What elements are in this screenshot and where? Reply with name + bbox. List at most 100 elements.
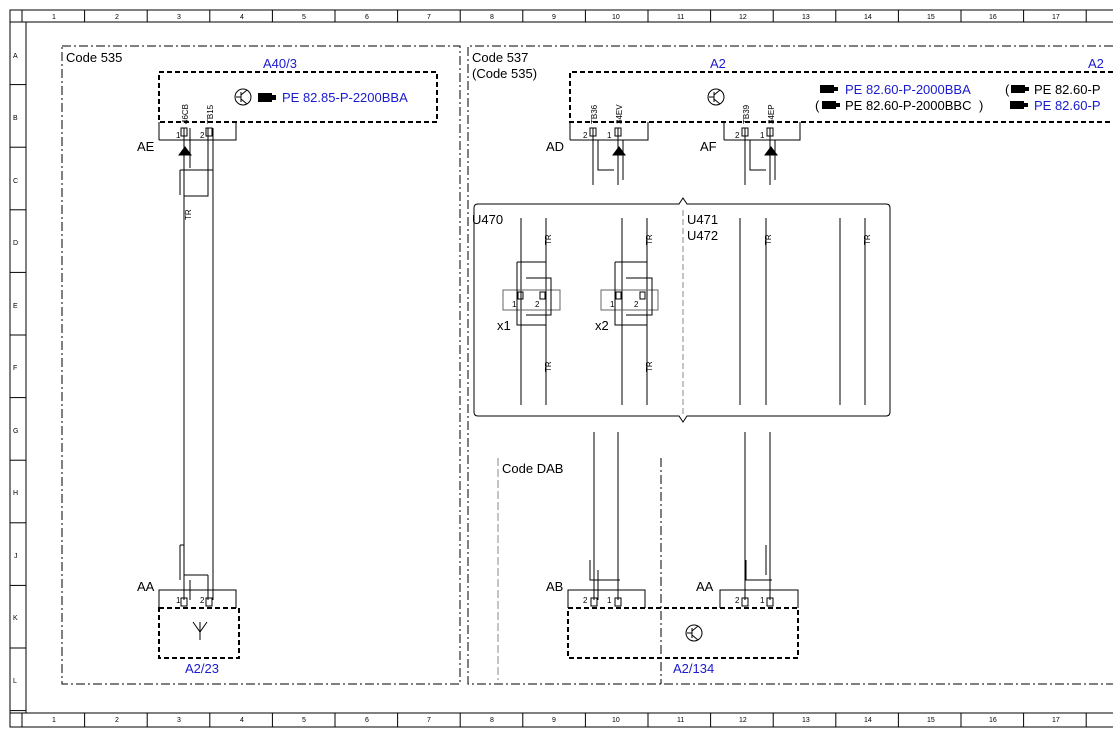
- col-label: 6: [365, 14, 369, 21]
- a2-23-box: [158, 607, 240, 659]
- col-label: 2: [115, 14, 119, 21]
- pin-number: 1: [610, 300, 615, 309]
- col-label: 5: [302, 14, 306, 21]
- connector-ae-frame: [158, 122, 237, 141]
- ref-link-5[interactable]: PE 82.60-P: [1034, 98, 1101, 113]
- pin-number: 1: [176, 596, 181, 605]
- splice-bracket: [473, 197, 891, 423]
- ref-link-1[interactable]: PE 82.85-P-2200BBA: [282, 90, 408, 105]
- row-label: L: [13, 678, 17, 685]
- col-label: 8: [490, 14, 494, 21]
- pin-number: 2: [634, 300, 639, 309]
- pin-numbers: 1 2 2 1 2 1 1 2 2 1 2 1 1 2 1 2: [176, 131, 765, 605]
- col-label: 10: [612, 14, 620, 21]
- pin-number: 1: [607, 596, 612, 605]
- col-label: 12: [739, 717, 747, 724]
- col-label: 3: [177, 14, 181, 21]
- ref-close-paren: ): [979, 98, 983, 113]
- a2-box: [569, 71, 1113, 123]
- pin-socket: [205, 597, 213, 607]
- col-label: 9: [552, 717, 556, 724]
- ref-open-paren: (: [815, 98, 820, 113]
- pin-number: 2: [583, 131, 588, 140]
- wire-long-left: [183, 170, 214, 560]
- ref-link-2[interactable]: PE 82.60-P-2000BBA: [845, 82, 971, 97]
- col-label: 13: [802, 717, 810, 724]
- pin-label-46cb: 46CB: [181, 104, 190, 124]
- transistor-icon: [707, 88, 725, 106]
- connector-ad: AD: [546, 139, 564, 154]
- col-label: 7: [427, 717, 431, 724]
- col-label: 2: [115, 717, 119, 724]
- col-label: 11: [677, 14, 684, 21]
- hand-pointer-icon: [258, 93, 276, 102]
- wire-twist-bottom: [179, 544, 214, 600]
- a40-3-box: [158, 71, 438, 123]
- col-label: 8: [490, 717, 494, 724]
- component-a2-cut[interactable]: A2: [1088, 56, 1104, 71]
- col-label: 5: [302, 717, 306, 724]
- connector-af-frame: [723, 122, 801, 141]
- row-label: E: [13, 303, 18, 310]
- component-a2-23[interactable]: A2/23: [185, 661, 219, 676]
- pin-number: 2: [200, 131, 205, 140]
- splice-u470: U470: [472, 212, 503, 227]
- connector-aa-right: AA: [696, 579, 714, 594]
- splice-u472: U472: [687, 228, 718, 243]
- hand-pointer-icon: [820, 85, 838, 93]
- col-label: 3: [177, 717, 181, 724]
- pin-socket: [180, 597, 188, 607]
- pin-label-tb15: TB15: [206, 104, 215, 124]
- wire-color-label: TR: [764, 234, 773, 245]
- connector-aa-left: AA: [137, 579, 155, 594]
- col-label: 7: [427, 14, 431, 21]
- ref-open-paren: (: [1005, 82, 1010, 97]
- component-a2-134[interactable]: A2/134: [673, 661, 714, 676]
- hand-pointer-icon: [1011, 85, 1029, 93]
- pin-socket: [205, 127, 213, 137]
- pin-label-34ev: 34EV: [615, 104, 624, 124]
- splice-x1: x1: [497, 318, 511, 333]
- connector-ad-frame: [569, 122, 649, 141]
- wire-color-label: TR: [184, 209, 193, 220]
- pin-number: 2: [583, 596, 588, 605]
- pin-number: 2: [735, 596, 740, 605]
- wire-color-label: TR: [544, 361, 553, 372]
- col-label: 6: [365, 717, 369, 724]
- col-label: 11: [677, 717, 684, 724]
- code-537-sub-label: (Code 535): [472, 66, 537, 81]
- col-label: 12: [739, 14, 747, 21]
- a2-134-box: [567, 607, 799, 659]
- row-label: C: [13, 178, 18, 185]
- row-label: K: [13, 615, 18, 622]
- pin-socket: [180, 127, 188, 137]
- wire-stub: [183, 128, 214, 170]
- code-dab-label: Code DAB: [502, 461, 563, 476]
- hand-pointer-icon: [822, 101, 840, 109]
- row-label: J: [14, 553, 18, 560]
- transistor-icon: [234, 88, 252, 106]
- pin-number: 2: [535, 300, 540, 309]
- connector-aa-frame: [158, 589, 237, 608]
- ref-link-4[interactable]: PE 82.60-P: [1034, 82, 1101, 97]
- wire-color-label: TR: [645, 234, 654, 245]
- component-a2[interactable]: A2: [710, 56, 726, 71]
- col-label: 13: [802, 14, 810, 21]
- row-label: F: [13, 365, 17, 372]
- col-label: 14: [864, 717, 872, 724]
- pin-number: 1: [176, 131, 181, 140]
- wire-twist-top: [179, 168, 213, 197]
- pointer-icons: [258, 85, 1029, 109]
- component-a40-3[interactable]: A40/3: [263, 56, 297, 71]
- col-label: 10: [612, 717, 620, 724]
- pin-number: 2: [735, 131, 740, 140]
- pin-number: 1: [760, 596, 765, 605]
- code-537-region: [467, 45, 1113, 685]
- pin-number: 2: [200, 596, 205, 605]
- ground-arrow: [178, 146, 192, 156]
- grid-row-labels: A B C D E F G H J K L: [13, 53, 18, 685]
- connector-ab: AB: [546, 579, 563, 594]
- ref-link-3[interactable]: PE 82.60-P-2000BBC: [845, 98, 971, 113]
- transistor-icon: [685, 624, 703, 642]
- pin-number: 1: [760, 131, 765, 140]
